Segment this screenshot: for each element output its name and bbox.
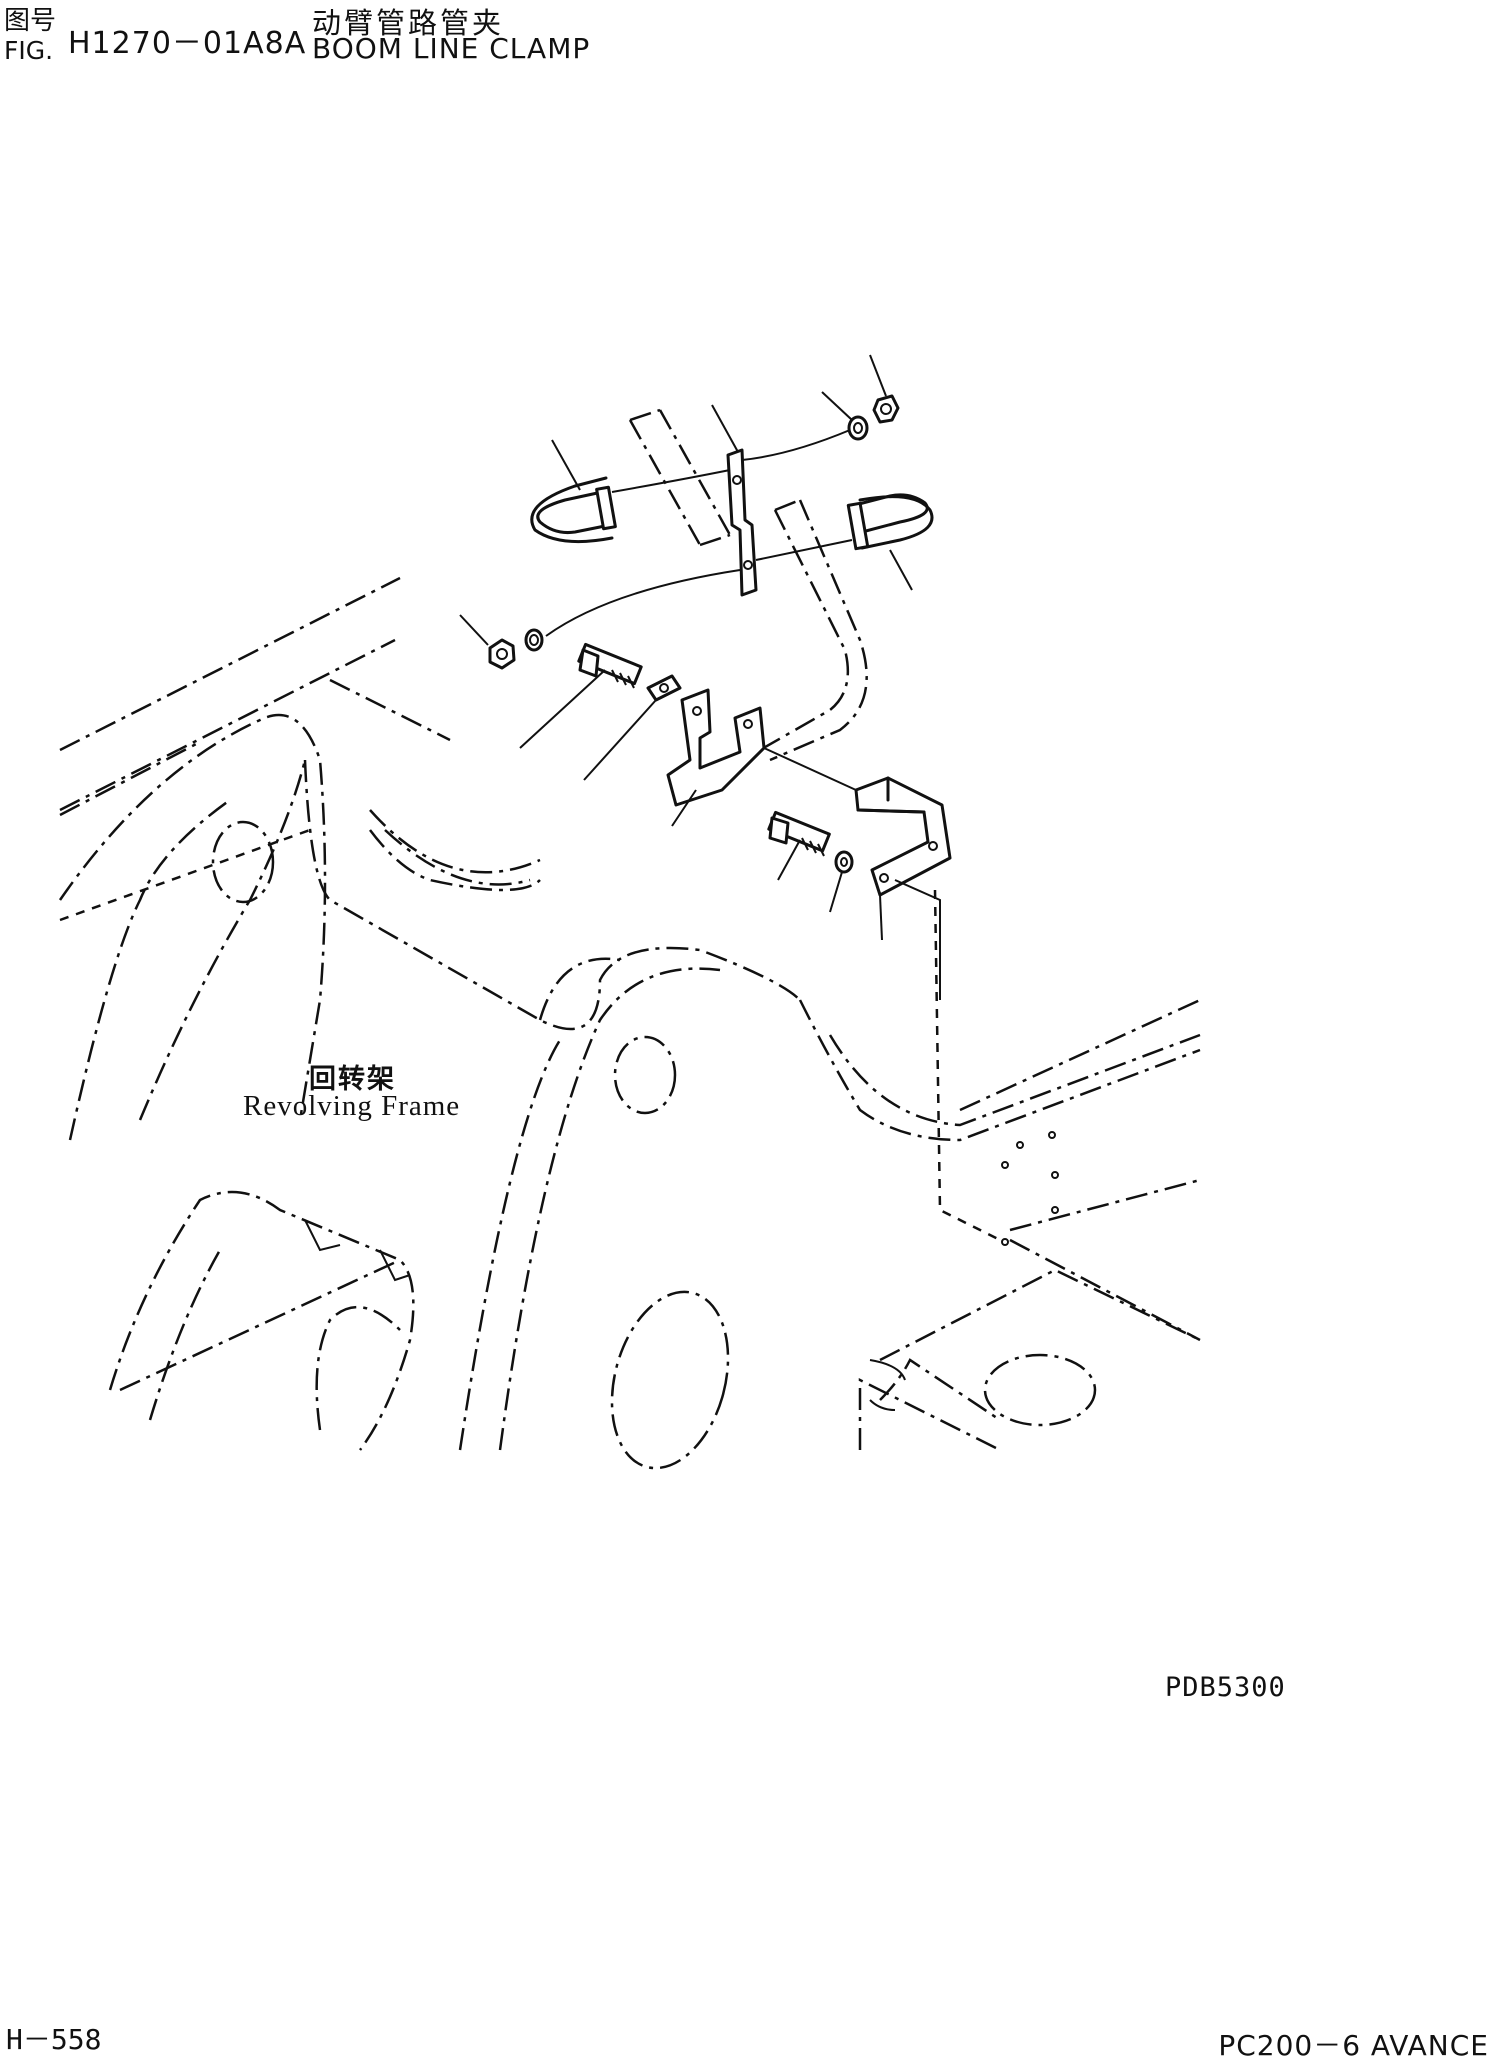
revolving-frame-outline xyxy=(58,576,1201,1470)
fig-label-cn: 图号 xyxy=(4,6,57,36)
page-number: H－558 xyxy=(6,2023,102,2056)
nut-left xyxy=(488,638,516,670)
drawing-code: PDB5300 xyxy=(1165,1672,1286,1703)
clamp-plate-vertical xyxy=(726,448,758,597)
figure-number: H1270－01A8A xyxy=(68,26,307,61)
washer-upper xyxy=(847,415,869,441)
frame-bolt-holes xyxy=(1001,1131,1059,1246)
model-name: PC200－6 AVANCE xyxy=(1218,2029,1489,2062)
frame-label-en: Revolving Frame xyxy=(243,1090,461,1122)
angle-bracket xyxy=(666,688,766,807)
bolt-upper xyxy=(577,642,643,689)
washer-lower xyxy=(834,850,854,874)
mounting-bracket xyxy=(854,776,952,897)
nut-upper xyxy=(872,394,900,424)
frame-label-cn: 回转架 xyxy=(309,1064,396,1095)
title-en: BOOM LINE CLAMP xyxy=(312,32,591,65)
bolt-lower xyxy=(767,810,831,857)
washer-left xyxy=(524,628,544,652)
u-bolt-lower xyxy=(846,493,934,551)
fig-label-en: FIG. xyxy=(4,36,54,65)
title-cn: 动臂管路管夹 xyxy=(312,6,505,40)
u-bolt-upper xyxy=(530,476,617,544)
leader-lines xyxy=(459,354,941,1000)
plate-washer xyxy=(646,674,682,702)
